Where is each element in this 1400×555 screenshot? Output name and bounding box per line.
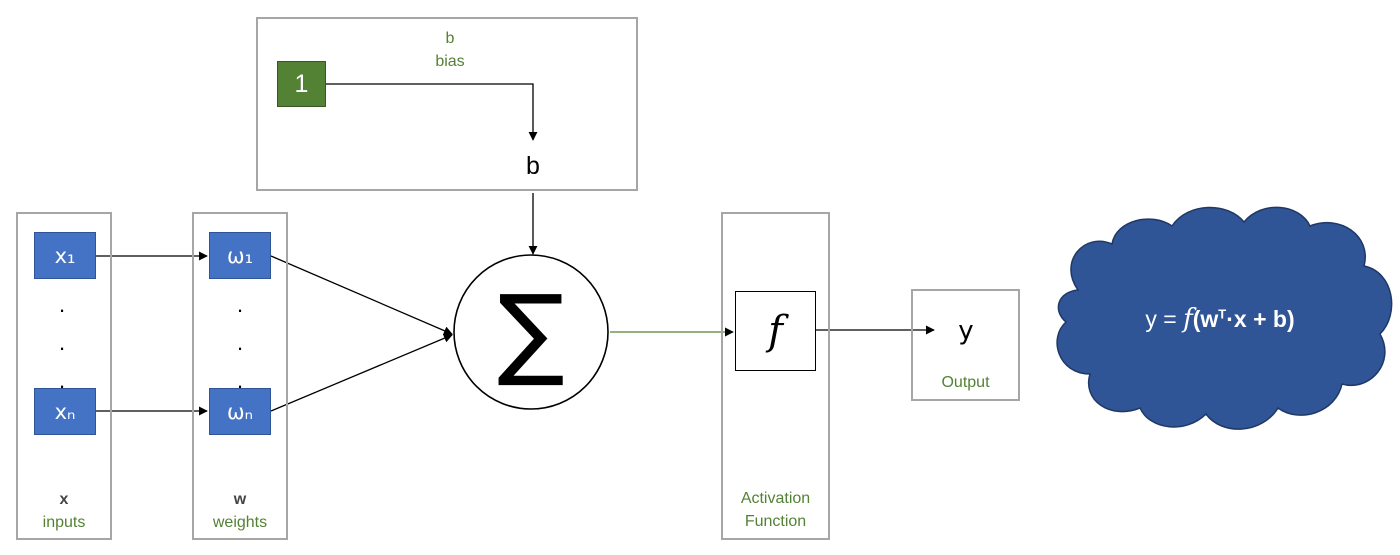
- weights-label: w weights: [192, 488, 288, 534]
- formula-b: b: [1272, 306, 1287, 332]
- input-x1-node: x₁: [34, 232, 96, 279]
- activation-label: Activation Function: [721, 487, 830, 533]
- bias-symbol: b: [445, 30, 455, 47]
- bias-constant-node: 1: [277, 61, 326, 107]
- weights-ellipsis: . . .: [236, 292, 244, 393]
- formula-w: w: [1200, 306, 1219, 332]
- activation-caption-line2: Function: [744, 513, 807, 530]
- activation-frame: [721, 212, 830, 540]
- formula-x: x: [1233, 306, 1247, 332]
- weights-frame: [192, 212, 288, 540]
- activation-symbol: f: [768, 308, 783, 354]
- bias-node-label: b: [526, 152, 540, 180]
- input-xn-node: xₙ: [34, 388, 96, 435]
- inputs-label: x inputs: [16, 488, 112, 534]
- output-caption: Output: [941, 374, 990, 391]
- output-frame: [911, 289, 1020, 401]
- inputs-ellipsis: . . .: [58, 292, 66, 393]
- w1-to-sum-arrow: [270, 255, 453, 335]
- formula-func: f: [1183, 304, 1193, 334]
- inputs-symbol: x: [59, 491, 69, 508]
- activation-function-node: f: [735, 291, 816, 371]
- bias-frame: [256, 17, 638, 191]
- formula-close-paren: ): [1286, 306, 1295, 332]
- wn-to-sum-arrow: [270, 333, 453, 412]
- weight-w1-node: ω₁: [209, 232, 271, 279]
- formula-transpose: T: [1218, 306, 1227, 322]
- sum-symbol: ∑: [497, 273, 565, 390]
- formula-lhs: y =: [1145, 306, 1184, 332]
- bias-link-line: [326, 83, 538, 141]
- output-symbol: y: [958, 316, 974, 346]
- inputs-frame: [16, 212, 112, 540]
- formula-dot: ·: [1226, 306, 1234, 332]
- formula-plus: +: [1246, 306, 1273, 332]
- inputs-caption: inputs: [42, 514, 86, 531]
- weights-caption: weights: [212, 514, 268, 531]
- formula-open-paren: (: [1192, 306, 1201, 332]
- weights-symbol: w: [233, 491, 247, 508]
- activation-caption-line1: Activation: [740, 490, 811, 507]
- formula-cloud-shape: [1056, 206, 1393, 430]
- bias-label: b bias: [390, 27, 510, 73]
- sum-node-circle: [453, 254, 609, 410]
- bias-caption: bias: [435, 53, 465, 70]
- weight-wn-node: ωₙ: [209, 388, 271, 435]
- formula-text: y = f(wT·x + b): [1070, 304, 1370, 334]
